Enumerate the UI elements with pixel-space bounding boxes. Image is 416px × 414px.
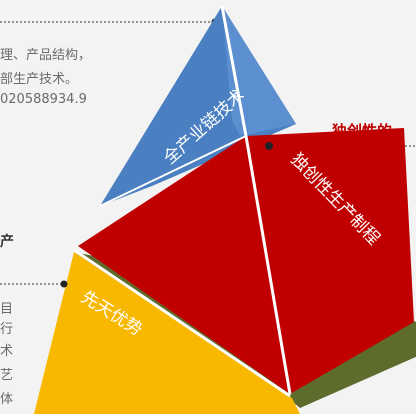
left-bottom-text-1: 目 bbox=[0, 302, 14, 317]
edge-line-3 bbox=[73, 248, 291, 398]
leader-dot-left bbox=[60, 280, 68, 288]
pyramid-face-yellow bbox=[34, 252, 300, 414]
pyramid-face-red-left bbox=[78, 136, 290, 394]
leader-dot-right bbox=[265, 142, 273, 150]
left-mid-title: 产 bbox=[0, 234, 14, 250]
edge-line-2 bbox=[244, 135, 292, 395]
top-left-text-line3: 020588934.9 bbox=[0, 92, 87, 107]
left-bottom-text-3: 术 bbox=[0, 344, 14, 359]
left-bottom-text-5: 体 bbox=[0, 392, 14, 407]
top-left-text-line2: 部生产技术。 bbox=[0, 72, 79, 87]
top-left-text-line1: 理、产品结构， bbox=[0, 48, 92, 63]
edge-line-1 bbox=[220, 5, 248, 137]
edge-line-4 bbox=[99, 135, 247, 207]
pyramid-face-red-right bbox=[246, 128, 414, 394]
right-title: 独创性的 bbox=[332, 122, 393, 140]
left-bottom-text-4: 艺 bbox=[0, 368, 14, 383]
left-bottom-text-2: 行 bbox=[0, 322, 14, 337]
